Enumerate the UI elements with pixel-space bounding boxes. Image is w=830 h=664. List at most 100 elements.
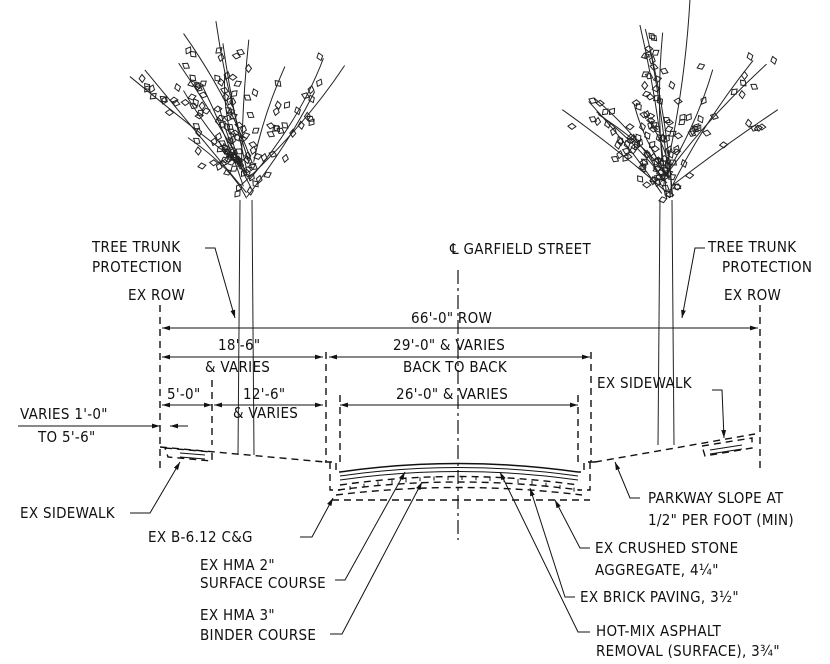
tree-leaf — [649, 175, 657, 186]
tree-branch — [661, 63, 767, 183]
tree-leaf — [215, 47, 223, 54]
tree-leaf — [610, 155, 620, 163]
tree-leaf — [697, 114, 704, 124]
tree-leaf — [243, 168, 251, 178]
tree-leaf — [222, 92, 230, 102]
tree-leaf — [691, 125, 699, 133]
tree-branch — [639, 24, 668, 200]
tree-leaf — [685, 113, 692, 122]
tree-leaf — [234, 121, 244, 129]
tree-branch — [222, 43, 247, 169]
right-sidewalk — [701, 437, 753, 457]
tree-leaf — [702, 129, 712, 137]
tree-leaf — [604, 119, 611, 129]
tree-leaf — [138, 73, 146, 84]
tree-leaf — [229, 97, 237, 107]
tree-leaf — [644, 51, 652, 58]
tree-leaf — [739, 79, 747, 87]
tree-leaf — [229, 135, 237, 145]
tree-leaf — [718, 141, 729, 149]
tree-leaf — [213, 105, 223, 113]
right-curb — [578, 461, 595, 473]
tree-leaf — [242, 166, 253, 174]
tree-leaf — [649, 63, 659, 71]
tree-leaf — [601, 108, 609, 116]
tree-leaf — [665, 145, 673, 155]
tree-leaf — [249, 163, 258, 171]
tree-leaf — [658, 134, 667, 142]
tree-leaf — [251, 88, 259, 98]
left-sidewalk — [163, 447, 213, 462]
hma2-label-1: EX HMA 2" — [200, 556, 275, 574]
tree-leaf — [231, 52, 242, 60]
tree-leaf — [234, 155, 242, 165]
tree-leaf — [641, 80, 649, 91]
tree-leaf — [631, 99, 642, 107]
tree-leaf — [174, 82, 182, 93]
tree-leaf — [648, 32, 656, 40]
ex-row-right-label: EX ROW — [724, 286, 781, 304]
tree-leaf — [289, 128, 297, 139]
tree-leaf — [217, 77, 225, 87]
right-tree-icon — [562, 0, 779, 446]
tree-leaf — [159, 95, 167, 103]
tree-leaf — [189, 102, 198, 110]
tree-leaf — [221, 148, 231, 155]
tree-leaf — [644, 131, 651, 140]
dim-5-0-label: 5'-0" — [167, 385, 200, 403]
tree-branch — [144, 69, 247, 194]
tree-leaf — [244, 150, 252, 161]
tree-leaf — [216, 114, 226, 122]
tree-leaf — [626, 133, 636, 141]
tree-leaf — [274, 79, 282, 87]
ex-b612-label: EX B-6.12 C&G — [148, 528, 253, 546]
tree-leaf — [649, 152, 658, 162]
tree-leaf — [621, 147, 631, 155]
tree-leaf — [649, 140, 656, 149]
tree-leaf — [662, 169, 670, 177]
tree-leaf — [243, 154, 251, 165]
tree-leaf — [316, 78, 323, 88]
tree-branch — [248, 58, 324, 181]
tree-trunk-left-label-1: TREE TRUNK — [91, 238, 181, 256]
tree-leaf — [639, 164, 647, 173]
varies-label-2: TO 5'-6" — [37, 428, 96, 446]
ex-row-left-label: EX ROW — [128, 286, 185, 304]
tree-branch — [241, 65, 346, 185]
tree-leaf — [223, 168, 232, 176]
leader-hma2 — [335, 471, 406, 581]
tree-leaf — [192, 123, 201, 130]
surface-course-top — [339, 462, 579, 473]
tree-leaf — [630, 143, 641, 151]
tree-leaf — [230, 90, 238, 98]
hma-removal-label-1: HOT-MIX ASPHALT — [596, 622, 722, 640]
dim-12-6-label: 12'-6" — [243, 385, 285, 403]
tree-leaf — [268, 150, 278, 158]
tree-leaf — [641, 181, 652, 189]
tree-leaf — [230, 154, 238, 161]
tree-leaf — [144, 82, 151, 91]
leader-hma3 — [330, 481, 423, 635]
tree-leaf — [651, 85, 661, 93]
tree-leaf — [656, 96, 664, 106]
tree-leaf — [689, 126, 697, 136]
tree-leaf — [255, 174, 263, 185]
tree-leaf — [661, 184, 670, 192]
tree-leaf — [229, 113, 238, 120]
tree-leaf — [281, 153, 289, 164]
tree-branch — [178, 62, 247, 172]
tree-trunk — [671, 199, 675, 446]
tree-leaf — [650, 34, 658, 42]
dim-29-0-sub-label: BACK TO BACK — [403, 358, 508, 376]
tree-leaf — [316, 52, 324, 62]
tree-leaf — [640, 158, 649, 165]
tree-trunk — [657, 199, 661, 446]
leader-ex-sidewalk-left — [130, 461, 181, 514]
tree-leaf — [223, 122, 231, 132]
tree-leaf — [658, 196, 668, 204]
tree-leaf — [217, 159, 228, 167]
tree-leaf — [625, 136, 636, 145]
hma2-label-2: SURFACE COURSE — [200, 574, 326, 592]
